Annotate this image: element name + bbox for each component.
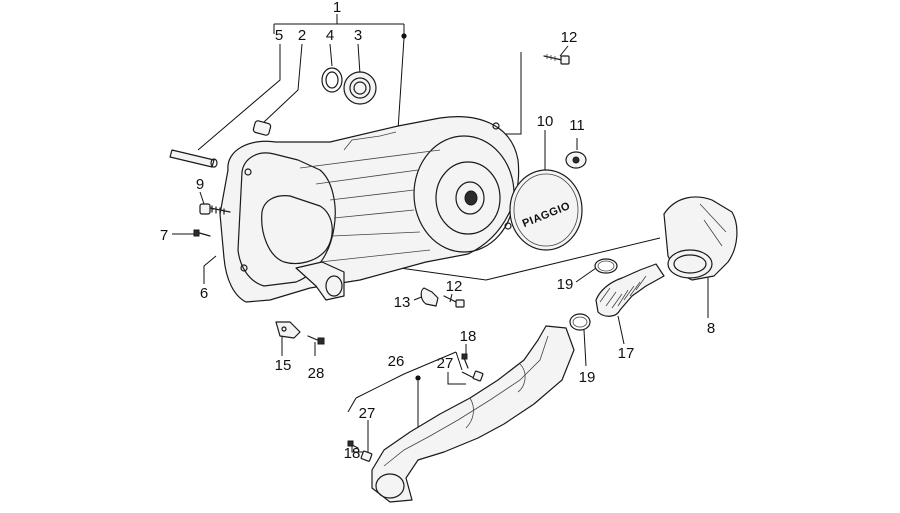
corrugated-hose-part-17 [595, 263, 665, 317]
pin-rod-part-5 [169, 149, 218, 168]
callout-19-upper: 19 [557, 276, 574, 293]
screw-part-12-lower [443, 295, 465, 308]
callout-2: 2 [298, 27, 306, 44]
bearing-part-3 [343, 71, 377, 105]
clamp-part-13 [420, 287, 439, 307]
callout-18-upper: 18 [460, 328, 477, 345]
leader-lines [172, 14, 709, 453]
callout-9: 9 [196, 176, 204, 193]
nut-part-27-upper [472, 370, 484, 382]
screw-part-12-upper [543, 54, 570, 65]
nut-part-27-lower [360, 450, 373, 462]
callout-19-lower: 19 [579, 369, 596, 386]
air-intake-part-8 [663, 196, 738, 281]
screw-part-7 [193, 229, 211, 237]
callout-28: 28 [308, 365, 325, 382]
screw-part-18-lower [347, 440, 359, 449]
callout-4: 4 [326, 27, 334, 44]
callout-8: 8 [707, 320, 715, 337]
callout-5: 5 [275, 27, 283, 44]
callout-10: 10 [537, 113, 554, 130]
bracket-part-15 [275, 321, 301, 339]
callout-12-upper: 12 [561, 29, 578, 46]
callout-12-middle: 12 [446, 278, 463, 295]
callout-7: 7 [160, 227, 168, 244]
callout-27-upper: 27 [437, 355, 454, 372]
callout-11: 11 [569, 117, 585, 134]
screw-part-18-upper [461, 353, 469, 369]
hose-clamp-part-19-upper [594, 258, 618, 274]
callout-6: 6 [200, 285, 208, 302]
callout-17: 17 [618, 345, 635, 362]
logo-cover-part-10: PIAGGIO [509, 169, 583, 251]
callout-1: 1 [333, 0, 341, 16]
callout-3: 3 [354, 27, 362, 44]
transmission-cover-part-6 [219, 116, 520, 303]
callout-27-lower: 27 [359, 405, 376, 422]
callout-labels: 1 5 2 4 3 12 10 11 9 7 6 12 13 19 8 17 1… [160, 0, 715, 462]
screw-part-28 [307, 335, 325, 345]
hose-clamp-part-19-lower [569, 313, 591, 331]
callout-15: 15 [275, 357, 292, 374]
callout-18-lower: 18 [344, 445, 361, 462]
washer-part-11 [565, 151, 587, 169]
dowel-part-2 [252, 120, 272, 136]
callout-13: 13 [394, 294, 411, 311]
intake-duct-part-26 [371, 325, 575, 503]
screw-part-9 [199, 203, 231, 215]
snap-ring-part-4 [321, 67, 343, 93]
callout-26: 26 [388, 353, 405, 370]
